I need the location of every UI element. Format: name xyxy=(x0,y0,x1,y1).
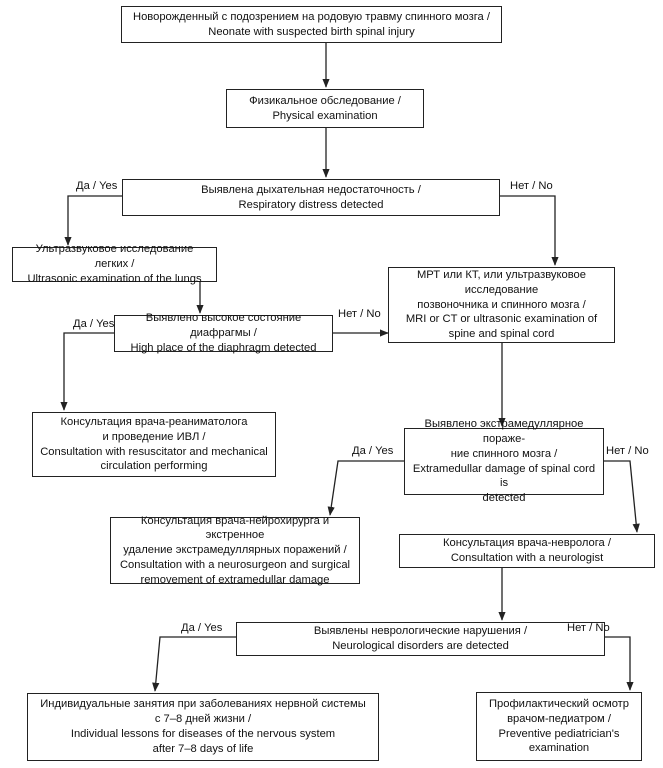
label-extramedullar-no: Нет / No xyxy=(606,445,649,457)
arrow-disorders-no xyxy=(605,636,634,691)
node-physical-examination: Физикальное обследование / Physical exam… xyxy=(226,89,424,128)
arrow-respiratory-yes xyxy=(64,195,122,246)
node-lung-ultrasound: Ультразвуковое исследование легких / Ult… xyxy=(12,243,217,285)
node-high-diaphragm: Выявлено высокое состояние диафрагмы / H… xyxy=(114,312,333,354)
node-neonate: Новорожденный с подозрением на родовую т… xyxy=(121,6,502,43)
arrow-extramedullar-no xyxy=(604,460,640,533)
node-mri-ct-ultrasound: МРТ или КТ, или ультразвуковое исследова… xyxy=(388,267,615,343)
node-respiratory-distress: Выявлена дыхательная недостаточность / R… xyxy=(122,179,500,216)
label-respiratory-yes: Да / Yes xyxy=(76,180,118,192)
label-diaphragm-yes: Да / Yes xyxy=(73,318,115,330)
node-preventive-examination: Профилактический осмотр врачом-педиатром… xyxy=(476,692,642,761)
node-individual-lessons: Индивидуальные занятия при заболеваниях … xyxy=(27,693,379,761)
arrow-diaphragm-yes xyxy=(60,332,114,411)
label-disorders-yes: Да / Yes xyxy=(181,622,223,634)
arrow-disorders-yes xyxy=(152,636,236,692)
node-neurological-disorders: Выявлены неврологические нарушения / Neu… xyxy=(236,622,605,656)
node-neurosurgeon-consultation: Консультация врача-нейрохирурга и экстре… xyxy=(110,515,360,586)
label-respiratory-no: Нет / No xyxy=(510,180,553,192)
node-neurologist-consultation: Консультация врача-невролога / Consultat… xyxy=(399,534,655,568)
label-disorders-no: Нет / No xyxy=(567,622,610,634)
label-extramedullar-yes: Да / Yes xyxy=(352,445,394,457)
node-resuscitator-consultation: Консультация врача-реаниматолога и прове… xyxy=(32,412,276,477)
label-diaphragm-no: Нет / No xyxy=(338,308,381,320)
arrow-respiratory-no xyxy=(500,195,559,266)
arrow-extramedullar-yes xyxy=(327,460,404,516)
node-extramedullar-damage: Выявлено экстрамедуллярное пораже- ние с… xyxy=(404,418,604,504)
